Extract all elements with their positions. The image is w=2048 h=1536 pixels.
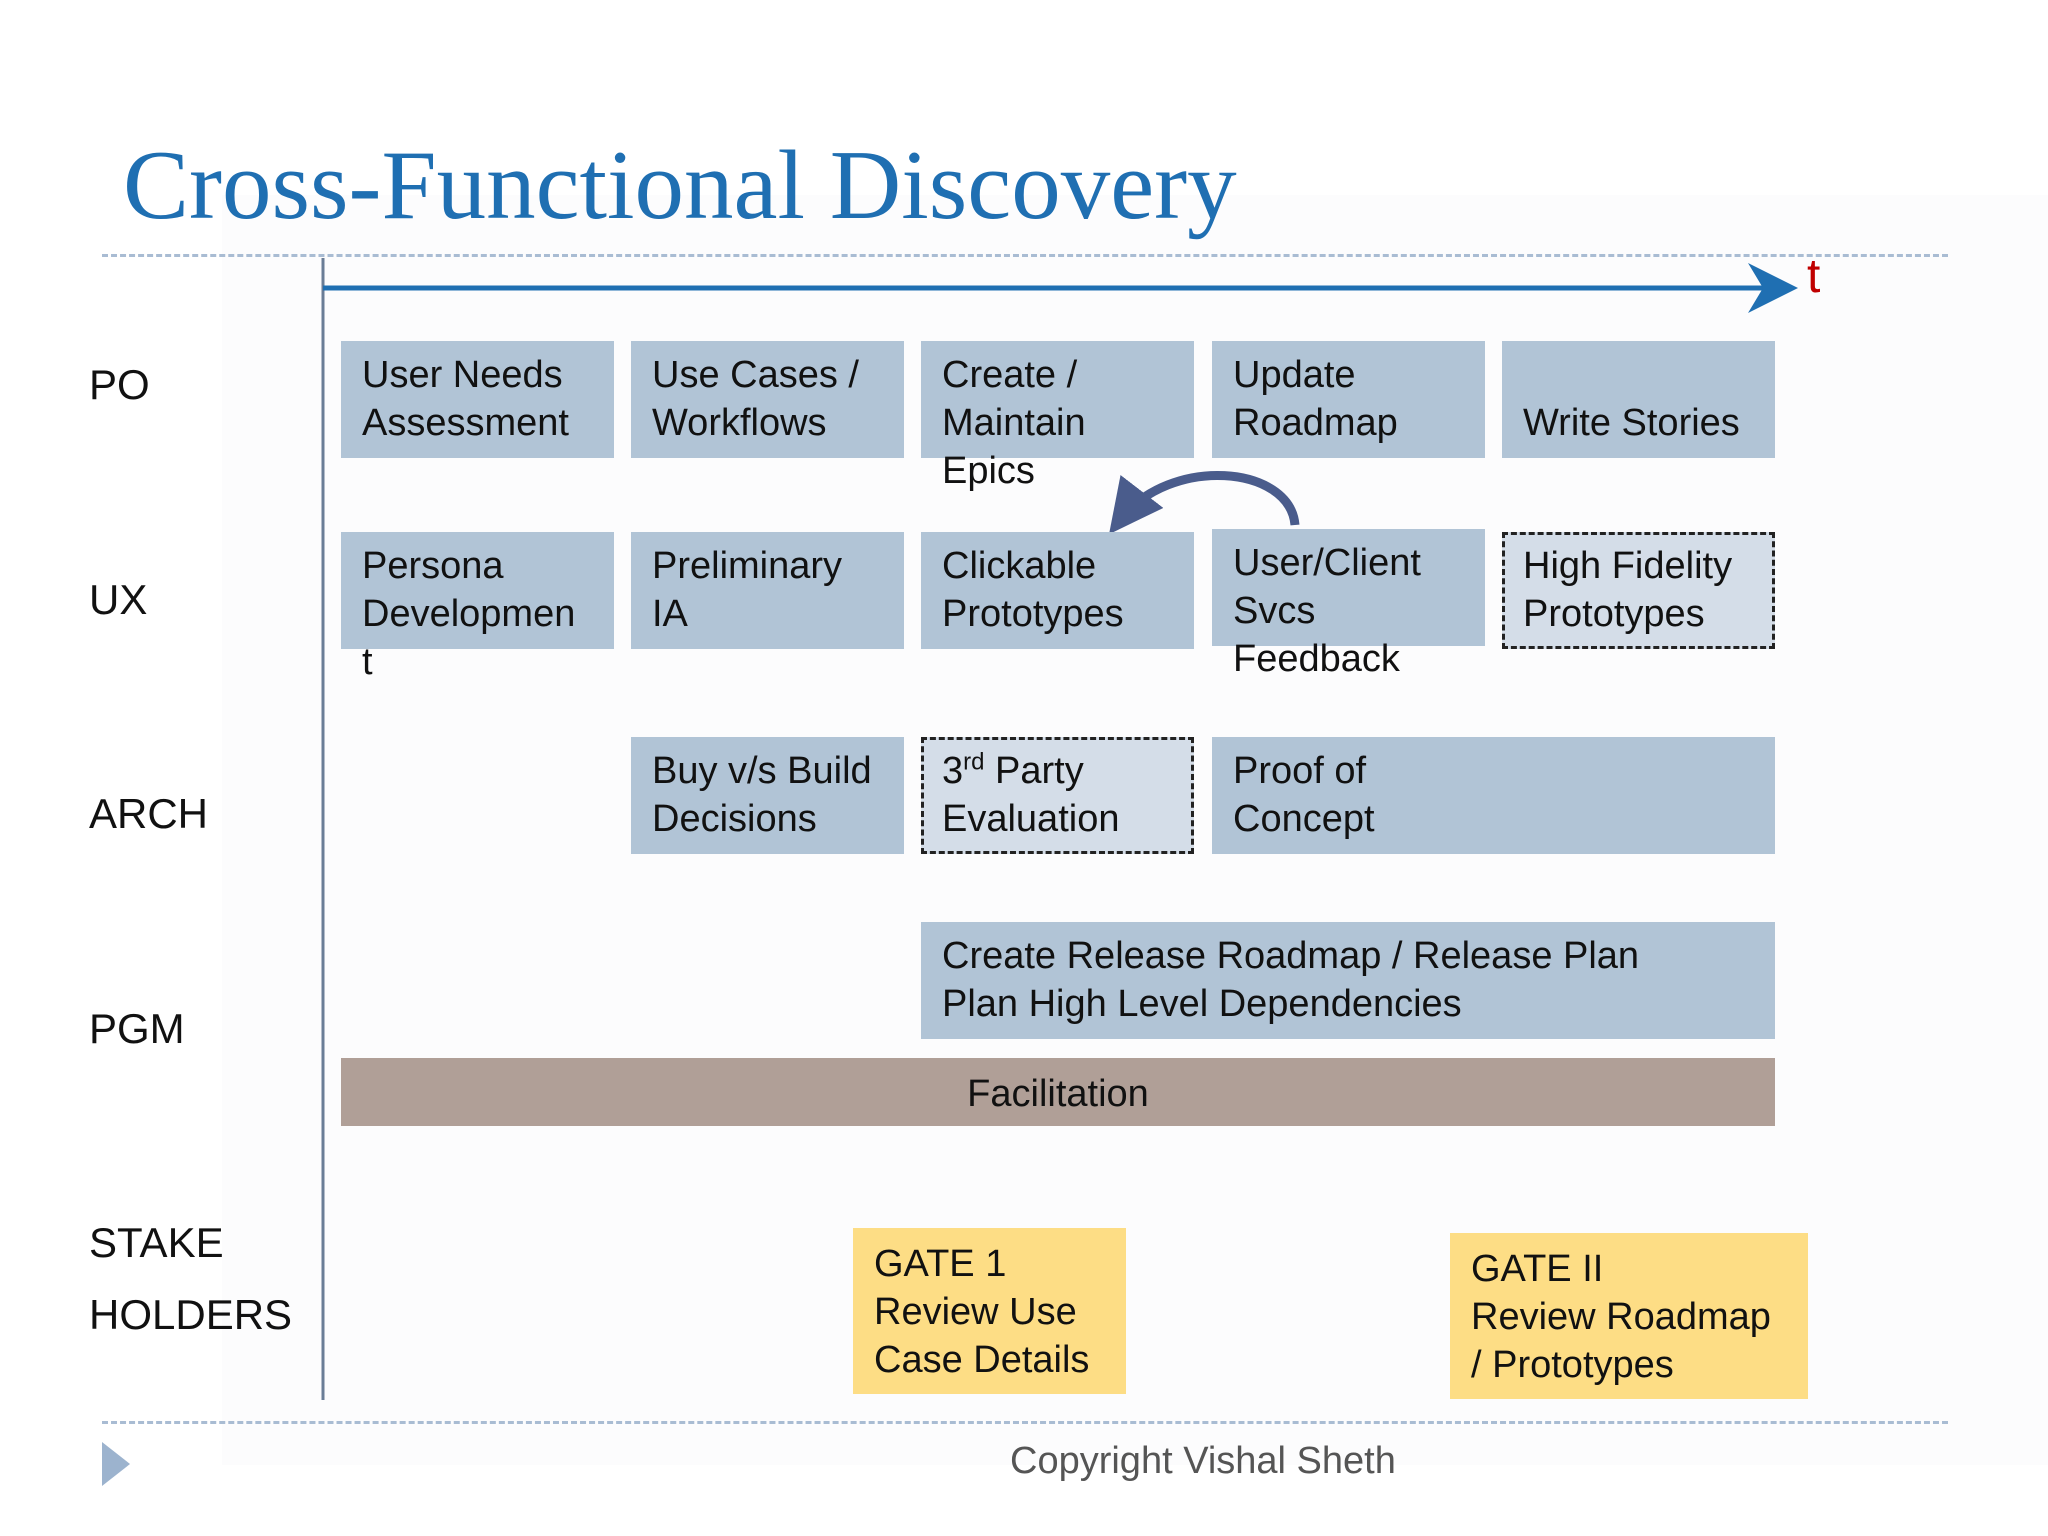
third-party-number: 3: [942, 750, 964, 792]
box-persona-development: Persona Developmen t: [341, 532, 614, 683]
box-line: Prototypes: [942, 593, 1124, 635]
box-line: Facilitation: [967, 1073, 1149, 1115]
box-line: User/Client: [1233, 542, 1421, 584]
box-line: Preliminary: [652, 545, 843, 587]
third-party-suffix: rd: [963, 748, 985, 776]
box-line: Buy v/s Build: [652, 750, 872, 792]
box-line: Create /: [942, 354, 1078, 396]
box-line: Case Details: [874, 1339, 1090, 1381]
box-line: Assessment: [362, 402, 569, 444]
box-clickable-prototypes: Clickable Prototypes: [921, 532, 1194, 649]
box-release-roadmap: Create Release Roadmap / Release Plan Pl…: [921, 922, 1775, 1039]
box-line: Proof of: [1233, 750, 1367, 792]
lane-label-ux: UX: [89, 576, 148, 623]
box-line: Workflows: [652, 402, 827, 444]
box-gate-1: GATE 1 Review Use Case Details: [853, 1228, 1126, 1394]
lane-label-pgm: PGM: [89, 1005, 185, 1052]
box-line: t: [362, 641, 373, 683]
slide-triangle-icon: [102, 1442, 130, 1486]
box-line: Svcs: [1233, 590, 1316, 632]
box-create-maintain-epics: Create / Maintain Epics: [921, 341, 1194, 492]
box-high-fidelity-prototypes: High Fidelity Prototypes: [1502, 532, 1775, 649]
box-preliminary-ia: Preliminary IA: [631, 532, 904, 649]
lane-label-po: PO: [89, 361, 150, 408]
box-write-stories: Write Stories: [1502, 341, 1775, 458]
box-line: Plan High Level Dependencies: [942, 983, 1462, 1025]
box-line: Use Cases /: [652, 354, 859, 396]
box-facilitation: Facilitation: [341, 1058, 1775, 1126]
footer-divider: [102, 1421, 1948, 1424]
box-buy-vs-build: Buy v/s Build Decisions: [631, 737, 904, 854]
lane-label-stake-line2: HOLDERS: [89, 1291, 293, 1338]
box-line: / Prototypes: [1471, 1344, 1674, 1386]
box-line: Review Roadmap: [1471, 1296, 1771, 1338]
box-line: Prototypes: [1523, 593, 1705, 635]
third-party-text: Party: [984, 750, 1084, 792]
box-line: GATE II: [1471, 1248, 1604, 1290]
box-line: User Needs: [362, 354, 563, 396]
box-line: IA: [652, 593, 688, 635]
slide-title: Cross-Functional Discovery: [123, 131, 1237, 240]
box-line: Evaluation: [942, 798, 1120, 840]
box-user-client-feedback: User/Client Svcs Feedback: [1212, 529, 1485, 680]
box-line: Clickable: [942, 545, 1097, 587]
box-line: Persona: [362, 545, 504, 587]
box-line: GATE 1: [874, 1243, 1007, 1285]
lane-label-stake-line1: STAKE: [89, 1219, 224, 1266]
box-line: Epics: [942, 450, 1035, 492]
box-line: Maintain: [942, 402, 1086, 444]
box-proof-of-concept: Proof of Concept: [1212, 737, 1775, 854]
box-line: Write Stories: [1523, 402, 1740, 444]
box-third-party-evaluation: 3rd Party Evaluation: [921, 737, 1194, 854]
time-label: t: [1807, 250, 1821, 303]
box-line: 3rd Party: [942, 747, 1191, 795]
feedback-curved-arrow: [1109, 470, 1300, 535]
copyright-footer: Copyright Vishal Sheth: [1010, 1440, 1396, 1482]
box-line: Decisions: [652, 798, 817, 840]
box-line: Concept: [1233, 798, 1375, 840]
box-line: Developmen: [362, 593, 576, 635]
box-use-cases-workflows: Use Cases / Workflows: [631, 341, 904, 458]
box-line: High Fidelity: [1523, 545, 1733, 587]
box-update-roadmap: Update Roadmap: [1212, 341, 1485, 458]
lane-label-stakeholders: STAKE HOLDERS: [89, 1207, 292, 1351]
box-line: Create Release Roadmap / Release Plan: [942, 935, 1640, 977]
box-line: Update: [1233, 354, 1356, 396]
lane-label-arch: ARCH: [89, 790, 209, 837]
box-line: Roadmap: [1233, 402, 1398, 444]
box-line: Feedback: [1233, 638, 1400, 680]
title-divider: [102, 254, 1948, 257]
box-user-needs-assessment: User Needs Assessment: [341, 341, 614, 458]
box-gate-2: GATE II Review Roadmap / Prototypes: [1450, 1233, 1808, 1399]
box-line: Review Use: [874, 1291, 1077, 1333]
